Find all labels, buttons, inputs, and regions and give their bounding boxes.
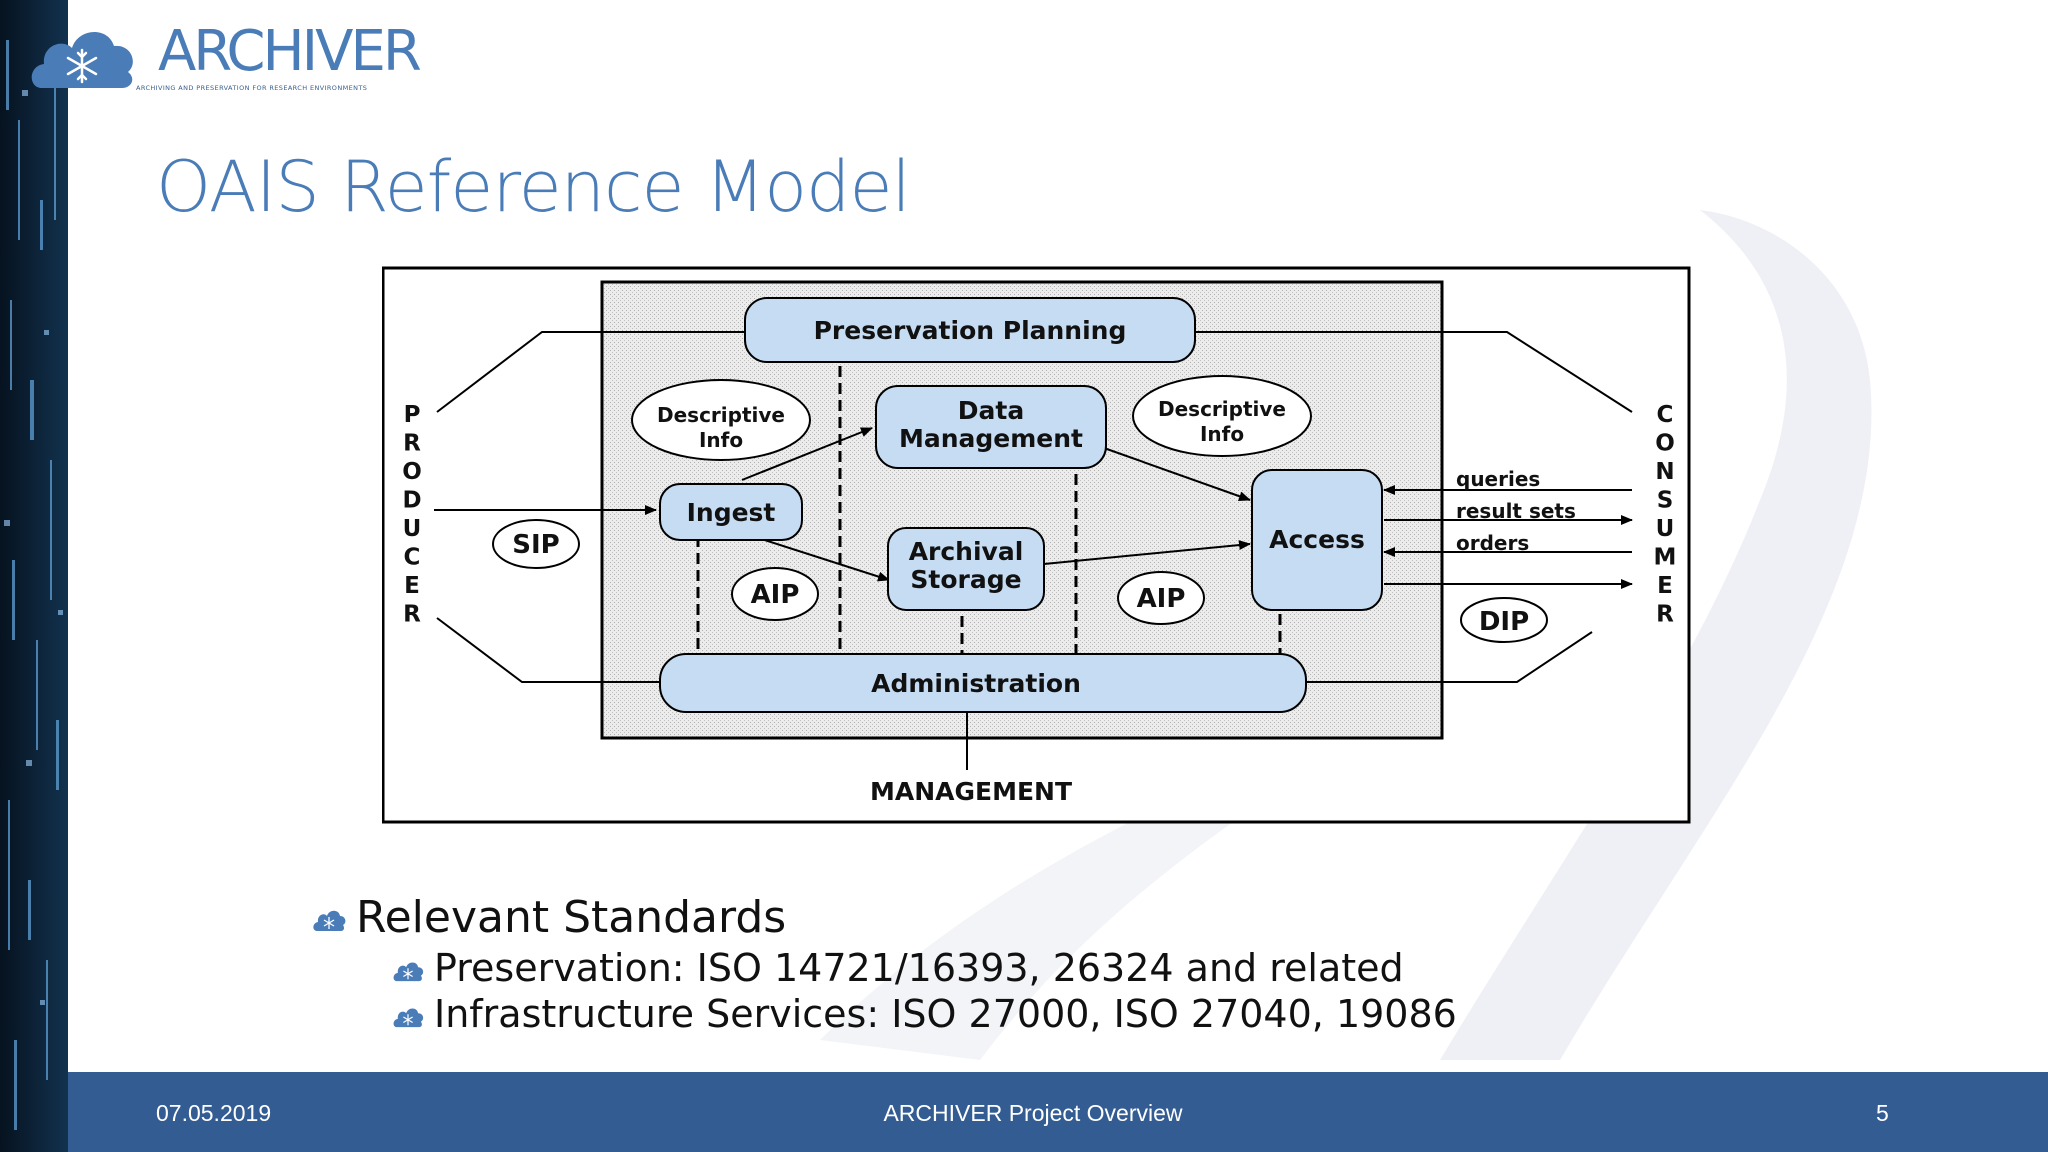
consumer-letter: M xyxy=(1654,545,1677,571)
archiver-logo: ARCHIVER ARCHIVING AND PRESERVATION FOR … xyxy=(28,14,422,100)
descriptive-info-left-label-2: Info xyxy=(699,428,743,452)
logo-wordmark: ARCHIVER xyxy=(158,19,422,84)
archival-storage-box xyxy=(887,527,1045,611)
consumer-letter: R xyxy=(1656,602,1674,628)
sip-label: SIP xyxy=(512,530,559,560)
ingest-label: Ingest xyxy=(687,498,776,527)
descriptive-info-left-oval xyxy=(631,379,811,461)
sip-oval xyxy=(492,519,580,569)
consumer-letter: U xyxy=(1656,516,1675,542)
producer-letter: R xyxy=(403,602,421,628)
descriptive-info-right-oval xyxy=(1132,375,1312,457)
footer-title: ARCHIVER Project Overview xyxy=(883,1100,1183,1126)
consumer-letter: E xyxy=(1657,573,1673,599)
producer-letter: P xyxy=(404,402,421,428)
access-box xyxy=(1251,469,1383,611)
footer-date: 07.05.2019 xyxy=(156,1100,272,1126)
access-label: Access xyxy=(1269,525,1365,554)
consumer-letter: S xyxy=(1657,488,1674,514)
producer-letter: R xyxy=(403,431,421,457)
data-management-box xyxy=(875,385,1107,469)
aip-right-label: AIP xyxy=(1137,584,1186,614)
descriptive-info-right-label-2: Info xyxy=(1200,422,1244,446)
slide-title: OAIS Reference Model xyxy=(156,146,911,228)
producer-letter: O xyxy=(402,459,422,485)
logo-tagline: ARCHIVING AND PRESERVATION FOR RESEARCH … xyxy=(136,84,368,92)
consumer-letter: O xyxy=(1655,431,1675,457)
orders-label: orders xyxy=(1456,531,1529,555)
consumer-letter: C xyxy=(1657,402,1674,428)
snowflake-cloud-icon xyxy=(393,961,424,981)
aip-left-label: AIP xyxy=(751,580,800,610)
consumer-letter: N xyxy=(1655,459,1674,485)
dip-label: DIP xyxy=(1479,607,1529,637)
standards-item: Infrastructure Services: ISO 27000, ISO … xyxy=(392,990,1457,1038)
archival-storage-label-2: Storage xyxy=(910,565,1021,594)
snowflake-cloud-icon xyxy=(31,31,133,88)
result-sets-label: result sets xyxy=(1456,499,1576,523)
left-decorative-strip xyxy=(0,0,68,1152)
descriptive-info-left-label-1: Descriptive xyxy=(657,403,785,427)
data-management-label-2: Management xyxy=(899,424,1083,453)
dip-oval xyxy=(1460,597,1548,643)
standards-item-text: Preservation: ISO 14721/16393, 26324 and… xyxy=(434,946,1404,990)
page-number: 5 xyxy=(1876,1100,1889,1126)
administration-box xyxy=(659,653,1307,713)
preservation-planning-label: Preservation Planning xyxy=(814,316,1127,345)
queries-label: queries xyxy=(1456,467,1540,491)
aip-right-oval xyxy=(1117,571,1205,625)
standards-item-text: Infrastructure Services: ISO 27000, ISO … xyxy=(434,992,1457,1036)
administration-label: Administration xyxy=(871,669,1081,698)
aip-left-oval xyxy=(731,567,819,621)
standards-item: Preservation: ISO 14721/16393, 26324 and… xyxy=(392,944,1404,992)
slide-footer: 07.05.2019 ARCHIVER Project Overview 5 xyxy=(68,1072,2048,1152)
ingest-box xyxy=(659,483,803,541)
standards-heading: Relevant Standards xyxy=(356,892,787,943)
producer-letter: U xyxy=(403,516,422,542)
producer-letter: E xyxy=(404,573,420,599)
standards-heading-row: Relevant Standards xyxy=(312,890,786,946)
management-label: MANAGEMENT xyxy=(870,777,1072,806)
archival-storage-label-1: Archival xyxy=(909,537,1024,566)
snowflake-cloud-icon xyxy=(313,910,346,931)
producer-letter: C xyxy=(404,545,421,571)
data-management-label-1: Data xyxy=(958,396,1024,425)
oais-diagram: Preservation Planning Data Management In… xyxy=(382,266,1691,824)
preservation-planning-box xyxy=(744,297,1196,363)
producer-letter: D xyxy=(402,488,421,514)
snowflake-cloud-icon xyxy=(393,1007,424,1027)
descriptive-info-right-label-1: Descriptive xyxy=(1158,397,1286,421)
